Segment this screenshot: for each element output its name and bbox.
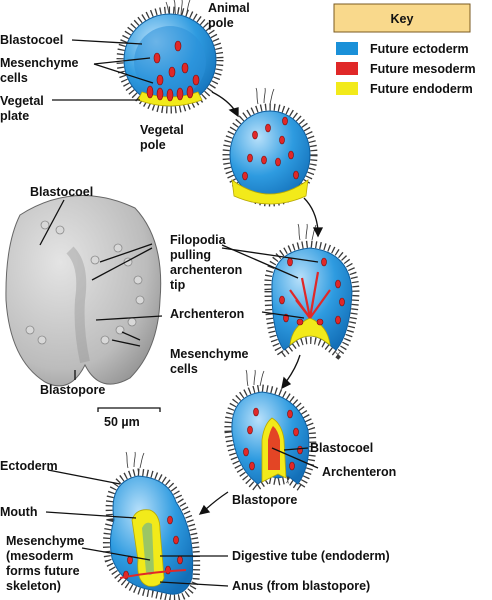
cilia: [125, 451, 145, 469]
label-filopodia-4: tip: [170, 278, 186, 292]
label-blastopore-micro: Blastopore: [40, 383, 105, 397]
label-anus: Anus (from blastopore): [232, 579, 370, 593]
label-vegetal-pole-1: Vegetal: [140, 123, 184, 137]
label-archenteron-mid: Archenteron: [170, 307, 244, 321]
label-ectoderm: Ectoderm: [0, 459, 58, 473]
labels: Animal pole Blastocoel Mesenchyme cells …: [0, 1, 396, 593]
label-mesenchyme-top-2: cells: [0, 71, 28, 85]
embryo-stage-5: [102, 451, 201, 600]
cilia: [245, 369, 265, 387]
label-archenteron-late: Archenteron: [322, 465, 396, 479]
label-filopodia-2: pulling: [170, 248, 211, 262]
archenteron-tip: [289, 271, 331, 319]
label-blastocoel-late: Blastocoel: [310, 441, 373, 455]
label-filopodia-3: archenteron: [170, 263, 242, 277]
embryo-stage-3: [264, 223, 360, 360]
label-vegetal-plate-1: Vegetal: [0, 94, 44, 108]
key-swatch-mesoderm: [336, 62, 358, 75]
mesenchyme-cells: [243, 407, 303, 471]
label-filopodia-1: Filopodia: [170, 233, 227, 247]
leader-lines: [39, 39, 319, 587]
key-label-ectoderm: Future ectoderm: [370, 42, 469, 56]
label-mouth: Mouth: [0, 505, 37, 519]
key-label-mesoderm: Future mesoderm: [370, 62, 476, 76]
label-mesenchyme-bottom-3: forms future: [6, 564, 80, 578]
scale-bar-label: 50 µm: [104, 415, 140, 429]
label-blastopore-late: Blastopore: [232, 493, 297, 507]
label-animal-pole-2: pole: [208, 16, 234, 30]
sequence-arrows: [198, 91, 324, 515]
label-mesenchyme-top-1: Mesenchyme: [0, 56, 79, 70]
embryo-stage-1: [116, 0, 224, 114]
label-blastocoel-micro: Blastocoel: [30, 185, 93, 199]
embryo-stage-2: [222, 87, 318, 207]
label-mesenchyme-bottom-2: (mesoderm: [6, 549, 73, 563]
label-mesenchyme-mid-1: Mesenchyme: [170, 347, 249, 361]
key-swatch-endoderm: [336, 82, 358, 95]
key-title: Key: [391, 12, 414, 26]
label-mesenchyme-bottom-1: Mesenchyme: [6, 534, 85, 548]
label-mesenchyme-mid-2: cells: [170, 362, 198, 376]
cilia: [297, 223, 317, 241]
cilia: [255, 87, 275, 105]
label-vegetal-plate-2: plate: [0, 109, 29, 123]
key-label-endoderm: Future endoderm: [370, 82, 473, 96]
embryo-stage-4: [224, 369, 317, 493]
mesenchyme-cells: [242, 116, 299, 181]
key-box: Key Future ectoderm Future mesoderm Futu…: [333, 3, 476, 96]
key-swatch-ectoderm: [336, 42, 358, 55]
label-digestive-tube: Digestive tube (endoderm): [232, 549, 390, 563]
mesenchyme-cells: [146, 40, 200, 102]
label-animal-pole-1: Animal: [208, 1, 250, 15]
scale-bar: 50 µm: [97, 407, 161, 429]
micrograph: [5, 195, 162, 387]
label-mesenchyme-bottom-4: skeleton): [6, 579, 61, 593]
label-blastocoel-top: Blastocoel: [0, 33, 63, 47]
label-vegetal-pole-2: pole: [140, 138, 166, 152]
